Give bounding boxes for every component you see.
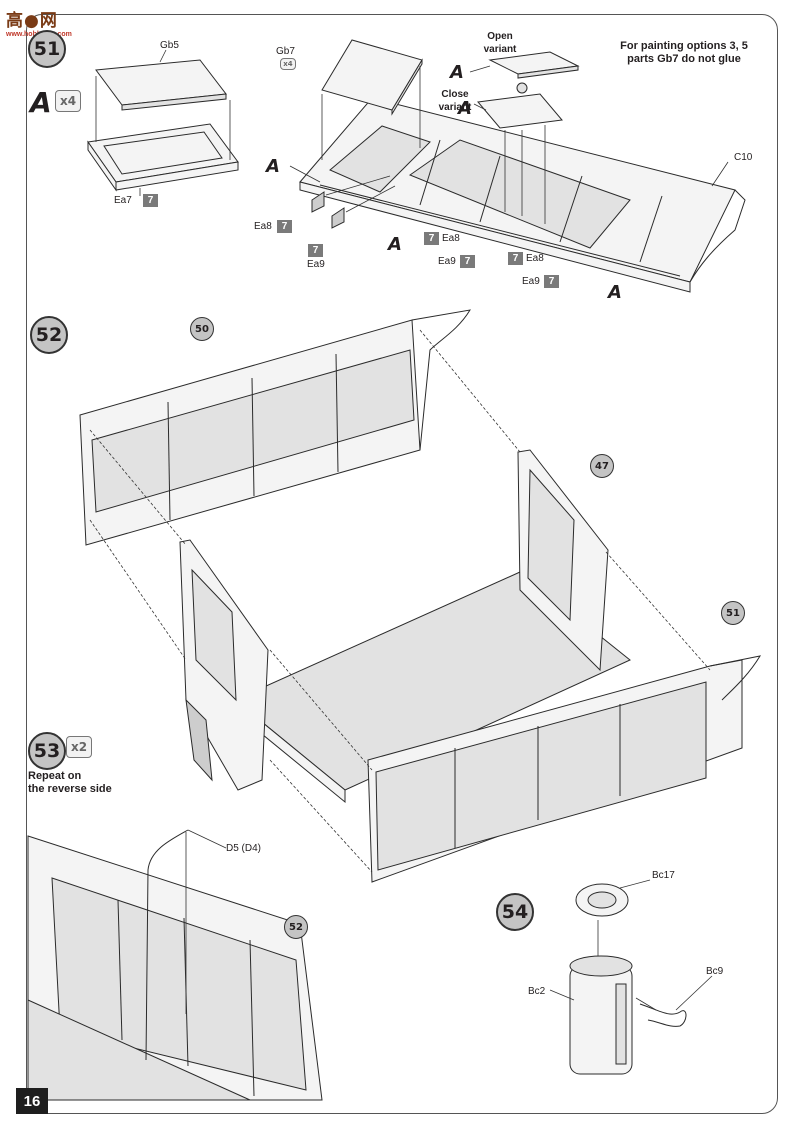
part-ea8-label-1: Ea8 — [254, 221, 272, 232]
paint-code-ea8-3: 7 — [508, 252, 523, 265]
ref-part-50: 50 — [190, 317, 214, 341]
step-52-badge: 52 — [30, 316, 68, 354]
paint-code-ea9-3: 7 — [544, 275, 559, 288]
subassembly-a-label: A — [30, 86, 52, 119]
ref-part-47: 47 — [590, 454, 614, 478]
part-ea9-label-3: Ea9 — [522, 276, 540, 287]
part-ea9-label-1: Ea9 — [307, 259, 325, 270]
paint-code-ea8-1: 7 — [277, 220, 292, 233]
bc17-cap-drawing — [575, 883, 629, 917]
left-end-wall-drawing — [179, 539, 269, 791]
step-54-badge: 54 — [496, 893, 534, 931]
a-label-right: A — [608, 282, 622, 303]
part-bc9-label: Bc9 — [706, 966, 724, 977]
step-51-multiplier: x4 — [55, 90, 81, 112]
paint-code-ea9-1: 7 — [308, 244, 323, 257]
part-ea8-label-2: Ea8 — [442, 233, 460, 244]
gb7-multiplier: x4 — [280, 58, 296, 70]
part-gb5-label: Gb5 — [160, 40, 179, 51]
ea9-part-drawing — [331, 207, 345, 229]
a-label-middle: A — [388, 234, 402, 255]
gb5-glass-drawing — [95, 59, 227, 111]
page-frame — [26, 14, 778, 1114]
part-bc2-label: Bc2 — [528, 986, 546, 997]
paint-code-ea9-2: 7 — [460, 255, 475, 268]
part-51-right-wall-drawing — [367, 655, 762, 883]
paint-code-ea7: 7 — [143, 194, 158, 207]
step-53-multiplier: x2 — [66, 736, 92, 758]
gb7-hatch-drawing — [321, 39, 423, 116]
painting-options-note: For painting options 3, 5 parts Gb7 do n… — [620, 40, 748, 65]
part-ea8-label-3: Ea8 — [526, 253, 544, 264]
open-variant-part — [488, 51, 580, 79]
c10-side-panel-drawing — [299, 97, 746, 293]
open-variant-label: Open variant — [483, 31, 517, 55]
ref-part-51: 51 — [721, 601, 745, 625]
ea7-window-frame-drawing — [87, 123, 239, 192]
paint-code-ea8-2: 7 — [424, 232, 439, 245]
bc2-stove-body-drawing — [569, 955, 633, 1075]
ea8-part-drawing — [311, 191, 325, 213]
close-variant-part — [477, 93, 563, 129]
d5-handrail-drawing — [145, 829, 189, 1061]
part-50-left-wall-drawing — [79, 309, 471, 546]
part-d5-label: D5 (D4) — [226, 843, 262, 854]
watermark-title: 高●网 — [6, 11, 58, 31]
close-variant-label: Close variant — [438, 89, 472, 113]
ref-part-52: 52 — [284, 915, 308, 939]
a-label-open: A — [450, 62, 464, 83]
repeat-reverse-note: Repeat on the reverse side — [28, 770, 112, 795]
page-number: 16 — [16, 1088, 48, 1114]
step-51-badge: 51 — [28, 30, 66, 68]
bc9-handle-drawing — [639, 1003, 687, 1027]
step-53-badge: 53 — [28, 732, 66, 770]
part-c10-label: C10 — [734, 152, 753, 163]
a-label-left: A — [266, 156, 280, 177]
part-bc17-label: Bc17 — [652, 870, 675, 881]
rotate-icon — [516, 82, 528, 94]
part-ea9-label-2: Ea9 — [438, 256, 456, 267]
part-47-right-end-wall-drawing — [517, 449, 609, 672]
part-gb7-label: Gb7 — [276, 46, 295, 57]
a-label-close: A — [458, 98, 472, 119]
part-ea7-label: Ea7 — [114, 195, 132, 206]
step-53-closeup-drawing — [27, 835, 323, 1101]
